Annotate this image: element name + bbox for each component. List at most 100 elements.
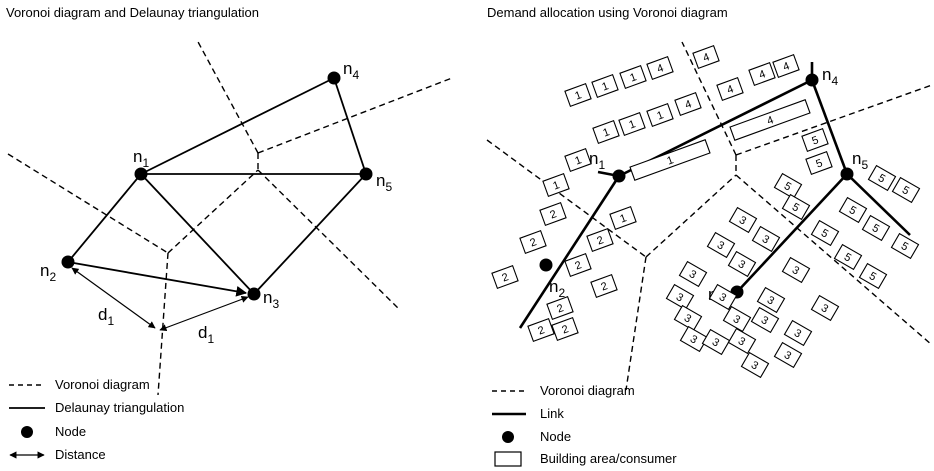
building-area-4: 4 [772,54,800,78]
node-label-n2: n2 [40,261,56,284]
voronoi-edges [486,41,933,391]
building-label: 3 [715,239,726,252]
node-label-n4: n4 [343,59,359,82]
voronoi-edge [196,39,259,154]
node-n4 [805,73,819,87]
building-label: 2 [599,280,609,293]
building-label: 5 [900,184,911,197]
distance-arrow [159,295,249,332]
building-area-1: 1 [618,112,646,136]
building-area-3: 3 [783,319,813,347]
building-area-1: 1 [564,83,592,107]
building-area-5: 5 [810,219,840,247]
building-area-2: 2 [491,265,519,289]
building-area-2: 2 [527,318,555,342]
node-label-n4: n4 [822,65,838,88]
voronoi-edge [735,174,933,346]
voronoi-edge [681,41,737,156]
distance-arrows [71,267,249,332]
building-label: 5 [847,204,858,217]
building-area-1: 1 [591,74,619,98]
building-area-3: 3 [728,206,758,234]
building-label: 4 [781,60,791,73]
legend-label-building: Building area/consumer [540,451,677,466]
building-label: 1 [628,71,638,84]
left-panel-title: Voronoi diagram and Delaunay triangulati… [6,5,259,20]
building-area-5: 5 [867,164,897,192]
building-area-3: 3 [781,256,811,284]
voronoi-edges [7,39,453,396]
building-label: 3 [759,314,770,327]
building-label: 4 [757,68,767,81]
left-legend: Voronoi diagram Delaunay triangulation N… [9,377,184,462]
node-label-n1: n1 [589,149,605,172]
building-area-1: 1 [564,148,592,172]
building-label: 1 [627,118,637,131]
right-legend: Voronoi diagram Link Node Building area/… [492,383,677,467]
building-area-1: 1 [646,103,674,127]
building-label: 4 [725,83,735,96]
distance-label: d1 [198,323,214,346]
building-label: 3 [749,359,760,372]
building-label: 1 [551,179,561,192]
voronoi-edge [735,84,933,156]
delaunay-edge [67,261,248,297]
building-area-3: 3 [727,327,757,355]
building-label: 3 [682,312,693,325]
building-label: 3 [687,268,698,281]
building-area-2: 2 [546,296,574,320]
building-label: 2 [560,323,570,336]
building-label: 1 [573,154,583,167]
delaunay-edge [140,77,335,175]
building-label: 4 [683,98,693,111]
building-area-5: 5 [833,243,863,271]
building-label: 3 [717,291,728,304]
building-area-5: 5 [805,151,833,175]
building-label: 2 [500,271,510,284]
building-area-5: 5 [781,193,811,221]
voronoi-edge [167,169,259,254]
building-label: 4 [765,114,775,127]
building-area-3: 3 [678,260,708,288]
building-label: 5 [842,251,853,264]
distance-label: d1 [98,305,114,328]
building-label: 3 [819,302,830,315]
building-label: 1 [573,89,583,102]
building-label: 5 [814,157,824,170]
legend-node-dot [502,431,514,443]
legend-label-distance: Distance [55,447,106,462]
building-area-2: 2 [539,202,567,226]
building-area-4: 4 [729,99,811,141]
building-area-4: 4 [692,45,720,69]
link [810,79,849,175]
delaunay-edge [333,77,367,175]
right-diagram: n4 n1 n5 n2 n3 1114411144441122212222225… [486,41,933,391]
node-labels: n4 n1 n5 n2 n3 d1 d1 [40,59,392,346]
voronoi-edge [625,256,647,391]
building-label: 1 [601,126,611,139]
building-area-3: 3 [701,328,731,356]
building-label: 1 [618,212,628,225]
nodes [61,71,373,301]
building-label: 5 [899,240,910,253]
building-label: 2 [555,302,565,315]
building-area-3: 3 [706,231,736,259]
voronoi-edge [157,252,169,396]
building-area-5: 5 [858,262,888,290]
node-n5 [840,167,854,181]
voronoi-edge [486,139,647,258]
node-label-n5: n5 [852,149,868,172]
voronoi-edge [257,169,401,311]
building-area-5: 5 [838,196,868,224]
building-label: 3 [737,214,748,227]
building-label: 3 [782,349,793,362]
building-area-5: 5 [801,128,829,152]
delaunay-edge [67,173,142,263]
building-label: 5 [876,172,887,185]
building-area-1: 1 [542,173,570,197]
building-label: 3 [731,313,742,326]
building-label: 3 [710,336,721,349]
building-label: 1 [600,80,610,93]
link [846,173,911,236]
